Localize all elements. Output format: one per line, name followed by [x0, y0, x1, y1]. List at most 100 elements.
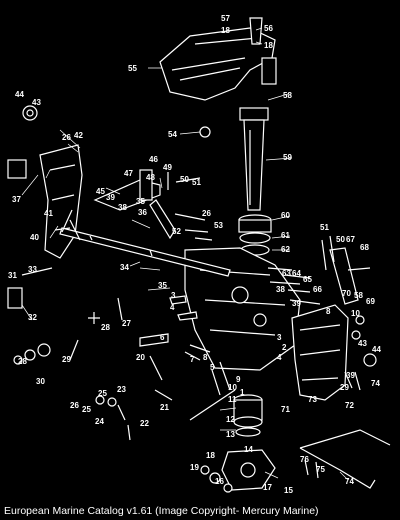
- callout-74: 74: [345, 477, 354, 486]
- callout-6: 6: [160, 333, 165, 342]
- callout-43: 43: [358, 339, 367, 348]
- callout-3: 3: [171, 291, 176, 300]
- callout-19: 19: [190, 463, 199, 472]
- callout-50: 50: [336, 235, 345, 244]
- callout-35: 35: [158, 281, 167, 290]
- callout-12: 12: [226, 415, 235, 424]
- right-clamp-bracket: [291, 304, 349, 401]
- tiller-handle: [159, 27, 277, 101]
- callout-53: 53: [214, 221, 223, 230]
- callout-labels: 57 18 56 18 55 58 44 43 54 26 42 59 46 4…: [8, 14, 381, 495]
- callout-30: 30: [36, 377, 45, 386]
- callout-17: 17: [263, 483, 272, 492]
- callout-44: 44: [372, 345, 381, 354]
- swivel-bracket: [184, 247, 301, 371]
- callout-11: 11: [228, 395, 237, 404]
- callout-21: 21: [160, 403, 169, 412]
- callout-40: 40: [30, 233, 39, 242]
- parts-diagram: 57 18 56 18 55 58 44 43 54 26 42 59 46 4…: [7, 14, 391, 495]
- callout-29: 29: [340, 383, 349, 392]
- callout-39: 39: [292, 299, 301, 308]
- callout-25: 25: [98, 389, 107, 398]
- callout-38: 38: [118, 203, 127, 212]
- tilt-tube: [59, 227, 231, 277]
- tilt-pin: [139, 333, 173, 401]
- callout-49: 49: [163, 163, 172, 172]
- callout-38: 38: [276, 285, 285, 294]
- callout-67: 67: [346, 235, 355, 244]
- callout-62: 62: [281, 245, 290, 254]
- callout-31: 31: [8, 271, 17, 280]
- callout-58: 58: [283, 91, 292, 100]
- callout-72: 72: [345, 401, 354, 410]
- callout-25: 25: [82, 405, 91, 414]
- callout-48: 48: [146, 173, 155, 182]
- callout-7: 7: [190, 355, 195, 364]
- callout-56: 56: [264, 24, 273, 33]
- callout-13: 13: [226, 430, 235, 439]
- callout-63: 63: [282, 269, 291, 278]
- callout-16: 16: [215, 477, 224, 486]
- callout-23: 23: [117, 385, 126, 394]
- callout-35: 35: [136, 197, 145, 206]
- callout-55: 55: [128, 64, 137, 73]
- callout-36: 36: [138, 208, 147, 217]
- shift-rod: [299, 429, 391, 489]
- hardware: [7, 17, 377, 493]
- callout-4: 4: [277, 353, 282, 362]
- callout-1: 1: [240, 388, 245, 397]
- callout-54: 54: [168, 130, 177, 139]
- bushing-stack: [238, 214, 272, 256]
- callout-46: 46: [149, 155, 158, 164]
- callout-28: 28: [101, 323, 110, 332]
- callout-26: 26: [70, 401, 79, 410]
- callout-69: 69: [366, 297, 375, 306]
- callout-66: 66: [313, 285, 322, 294]
- callout-15: 15: [284, 486, 293, 495]
- callout-73: 73: [308, 395, 317, 404]
- callout-29: 29: [62, 355, 71, 364]
- callout-5: 5: [210, 363, 215, 372]
- callout-8: 8: [326, 307, 331, 316]
- callout-26: 26: [202, 209, 211, 218]
- callout-51: 51: [320, 223, 329, 232]
- callout-71: 71: [281, 405, 290, 414]
- callout-9: 9: [236, 375, 241, 384]
- tilt-lock-assembly: [93, 169, 176, 240]
- callout-44: 44: [15, 90, 24, 99]
- callout-65: 65: [303, 275, 312, 284]
- callout-75: 75: [316, 465, 325, 474]
- callout-18: 18: [264, 41, 273, 50]
- callout-18: 18: [221, 26, 230, 35]
- callout-4: 4: [170, 303, 175, 312]
- callout-3: 3: [277, 333, 282, 342]
- callout-10: 10: [228, 383, 237, 392]
- callout-70: 70: [342, 289, 351, 298]
- callout-28: 28: [18, 357, 27, 366]
- callout-2: 2: [282, 343, 287, 352]
- callout-50: 50: [180, 175, 189, 184]
- leader-lines: [21, 27, 349, 481]
- callout-18: 18: [206, 451, 215, 460]
- callout-26: 26: [62, 133, 71, 142]
- callout-42: 42: [74, 131, 83, 140]
- catalog-caption: European Marine Catalog v1.61 (Image Cop…: [4, 505, 319, 517]
- callout-39: 39: [106, 193, 115, 202]
- callout-45: 45: [96, 187, 105, 196]
- callout-57: 57: [221, 14, 230, 23]
- callout-39: 39: [346, 371, 355, 380]
- callout-22: 22: [140, 419, 149, 428]
- callout-74: 74: [371, 379, 380, 388]
- callout-52: 52: [172, 227, 181, 236]
- callout-61: 61: [281, 231, 290, 240]
- callout-43: 43: [32, 98, 41, 107]
- callout-37: 37: [12, 195, 21, 204]
- callout-14: 14: [244, 445, 253, 454]
- callout-20: 20: [136, 353, 145, 362]
- callout-76: 76: [300, 455, 309, 464]
- callout-33: 33: [28, 265, 37, 274]
- lower-yoke: [221, 394, 276, 491]
- callout-64: 64: [292, 269, 301, 278]
- callout-8: 8: [203, 353, 208, 362]
- callout-34: 34: [120, 263, 129, 272]
